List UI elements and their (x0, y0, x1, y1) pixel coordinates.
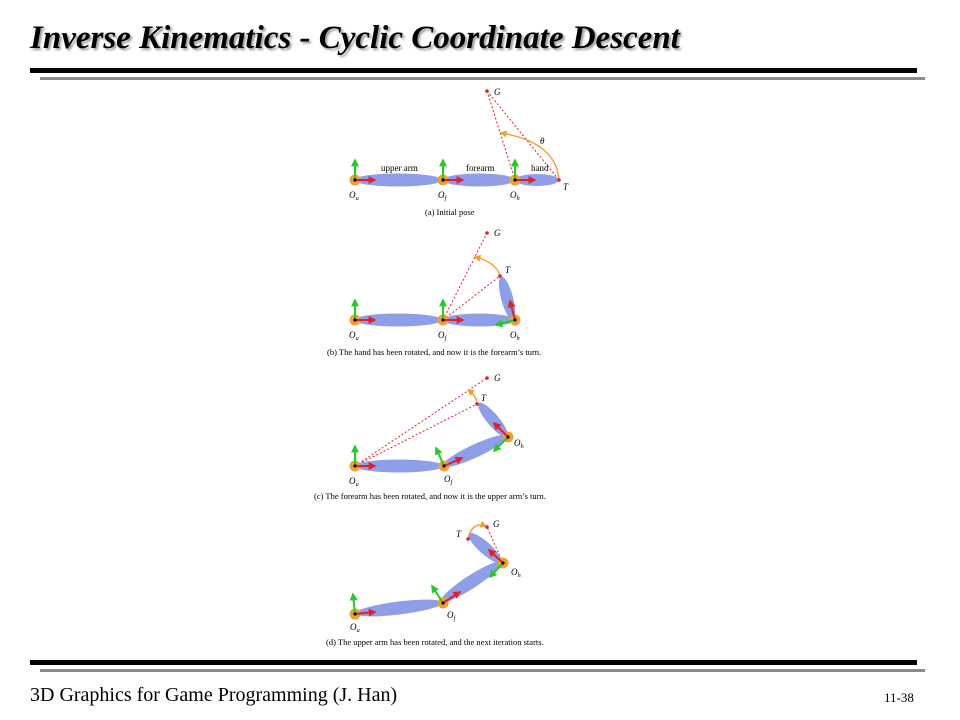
x-axis-arrow (487, 548, 504, 564)
end-effector-label: T (505, 265, 511, 275)
joint-center (353, 318, 357, 322)
y-axis-arrow (431, 584, 444, 604)
panel-c: G T Ou Of Oh (c) The forearm has been ro… (314, 373, 546, 501)
goal-point (485, 376, 489, 380)
goal-line (486, 526, 504, 564)
joint-center (442, 464, 446, 468)
x-axis-arrow (507, 299, 516, 321)
upper-arm-bone (355, 599, 443, 617)
rotation-arc (499, 130, 560, 181)
joint-center (506, 435, 510, 439)
page-number: 11-38 (884, 690, 914, 705)
joint-center (353, 178, 357, 182)
joint-center (353, 464, 357, 468)
joint-center (513, 178, 517, 182)
title-rule (30, 68, 917, 73)
footer-rule-shadow (40, 669, 925, 672)
goal-point (485, 231, 489, 235)
slide-title: Inverse Kinematics - Cyclic Coordinate D… (30, 20, 680, 56)
elbow-label: Of (447, 610, 457, 622)
hand-bone (498, 276, 516, 320)
joint-center (441, 178, 445, 182)
wrist-label: Oh (510, 190, 520, 202)
panel-b: G T Ou Of Oh (b) The hand has been rotat… (327, 228, 541, 357)
rotation-arc (473, 254, 501, 277)
y-axis-arrow (492, 436, 509, 453)
hand-bone (515, 174, 559, 186)
end-effector-point (475, 402, 479, 406)
hand-label: hand (531, 163, 549, 173)
y-axis-arrow (494, 319, 516, 328)
wrist-label: Oh (510, 330, 520, 342)
end-effector-point (466, 537, 470, 541)
upper-arm-bone (355, 459, 443, 473)
end-effector-point (557, 178, 561, 182)
joint-center (513, 318, 517, 322)
joint-center (501, 561, 505, 565)
x-axis-arrow (492, 421, 509, 438)
goal-line-end (486, 90, 516, 181)
upper-arm-label: upper arm (381, 163, 418, 173)
end-effector-label: T (456, 529, 462, 539)
goal-label: G (494, 228, 501, 238)
shoulder-label: Ou (349, 476, 360, 488)
elbow-label: Of (438, 330, 448, 342)
panel-caption: (b) The hand has been rotated, and now i… (327, 347, 541, 357)
end-effector-label: T (563, 182, 569, 192)
forearm-bone (442, 434, 508, 468)
panel-caption: (c) The forearm has been rotated, and no… (314, 491, 546, 501)
panel-d: G T Ou Of Oh (d) The upper arm has been … (326, 519, 544, 647)
shoulder-label: Ou (349, 190, 360, 202)
end-effector-label: T (481, 393, 487, 403)
joint-center (441, 318, 445, 322)
rotation-arc (467, 520, 488, 540)
goal-label: G (494, 87, 501, 97)
shoulder-label: Ou (349, 330, 360, 342)
x-axis-arrow (442, 591, 462, 604)
y-axis-arrow (434, 446, 445, 467)
end-line (354, 403, 478, 467)
wrist-label: Oh (511, 567, 521, 579)
goal-line (354, 377, 488, 467)
angle-label: θ (540, 136, 545, 146)
elbow-label: Of (444, 474, 454, 486)
footer-course: 3D Graphics for Game Programming (J. Han… (30, 684, 398, 706)
y-axis-arrow (349, 592, 358, 615)
end-line (442, 275, 501, 321)
forearm-label: forearm (466, 163, 494, 173)
end-effector-point (498, 274, 502, 278)
goal-label: G (494, 373, 501, 383)
wrist-label: Oh (514, 438, 524, 450)
goal-label: G (493, 519, 500, 529)
panel-caption: (d) The upper arm has been rotated, and … (326, 637, 544, 647)
panel-a: G T θ upper arm forearm hand Ou Of Oh (a… (349, 87, 569, 217)
goal-point (485, 89, 489, 93)
rotation-arc (466, 389, 478, 405)
footer-rule (30, 660, 917, 665)
title-rule-shadow (40, 77, 925, 80)
x-axis-arrow (443, 456, 464, 467)
panel-caption: (a) Initial pose (425, 207, 475, 217)
x-axis-arrow (354, 608, 377, 617)
goal-line-wrist (486, 90, 560, 181)
goal-line (442, 232, 488, 321)
joint-center (353, 612, 357, 616)
elbow-label: Of (438, 190, 448, 202)
y-axis-arrow (488, 562, 504, 579)
goal-point (485, 525, 489, 529)
shoulder-label: Ou (350, 622, 361, 634)
joint-center (441, 601, 445, 605)
